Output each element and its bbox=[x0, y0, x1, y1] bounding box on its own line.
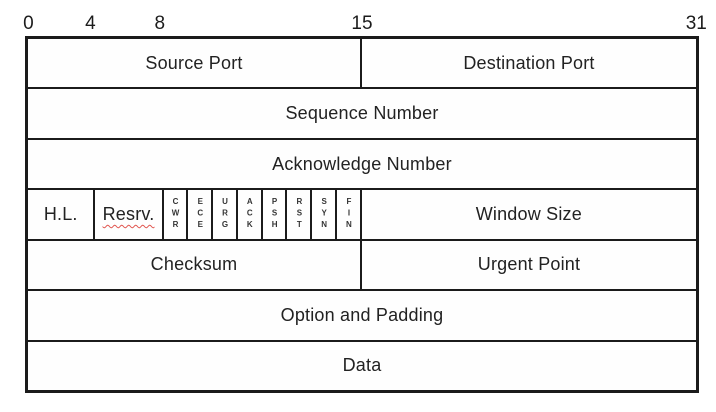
flag-ack-label: ACK bbox=[245, 197, 255, 232]
field-reserved: Resrv. bbox=[95, 190, 164, 239]
flag-rst-label: RST bbox=[294, 197, 304, 232]
bit-label-31: 31 bbox=[685, 13, 707, 34]
row-data: Data bbox=[28, 342, 696, 390]
flag-psh-label: PSH bbox=[270, 197, 280, 232]
flag-syn-label: SYN bbox=[319, 197, 329, 232]
bit-label-8: 8 bbox=[154, 13, 166, 34]
flag-syn: SYN bbox=[312, 190, 338, 239]
row-acknowledge-number: Acknowledge Number bbox=[28, 140, 696, 191]
flag-cwr-label: CWR bbox=[170, 197, 180, 232]
row-checksum: Checksum Urgent Point bbox=[28, 240, 696, 292]
flag-fin: FIN bbox=[337, 190, 362, 239]
reserved-label: Resrv. bbox=[102, 203, 155, 224]
flag-fin-label: FIN bbox=[344, 197, 354, 232]
field-destination-port: Destination Port bbox=[463, 52, 595, 73]
row-flags: H.L. Resrv. CWR ECE URG ACK PSH RST bbox=[28, 190, 696, 241]
flag-ece-label: ECE bbox=[195, 197, 205, 232]
flag-urg: URG bbox=[213, 190, 238, 239]
bit-label-15: 15 bbox=[351, 13, 373, 34]
field-window-size: Window Size bbox=[475, 203, 582, 224]
row-option-padding: Option and Padding bbox=[28, 291, 696, 342]
field-sequence-number: Sequence Number bbox=[285, 103, 439, 124]
flag-rst: RST bbox=[287, 190, 313, 239]
field-data: Data bbox=[342, 355, 382, 376]
field-header-length: H.L. bbox=[28, 190, 96, 239]
field-checksum: Checksum bbox=[28, 240, 362, 290]
field-acknowledge-number: Acknowledge Number bbox=[272, 153, 452, 174]
flag-psh: PSH bbox=[263, 190, 288, 239]
flag-ack: ACK bbox=[238, 190, 263, 239]
bit-label-4: 4 bbox=[85, 13, 96, 34]
field-source-port: Source Port bbox=[28, 39, 362, 88]
bit-ruler: 0 4 8 15 31 bbox=[23, 2, 707, 34]
tcp-header-table: Source Port Destination Port Sequence Nu… bbox=[25, 36, 699, 393]
row-ports: Source Port Destination Port bbox=[28, 39, 696, 90]
flag-ece: ECE bbox=[188, 190, 214, 239]
flag-cwr: CWR bbox=[164, 190, 189, 239]
bit-label-0: 0 bbox=[23, 13, 34, 34]
field-urgent-point: Urgent Point bbox=[477, 254, 581, 275]
field-option-and-padding: Option and Padding bbox=[280, 304, 444, 325]
row-sequence-number: Sequence Number bbox=[28, 89, 696, 140]
flag-urg-label: URG bbox=[220, 197, 230, 232]
